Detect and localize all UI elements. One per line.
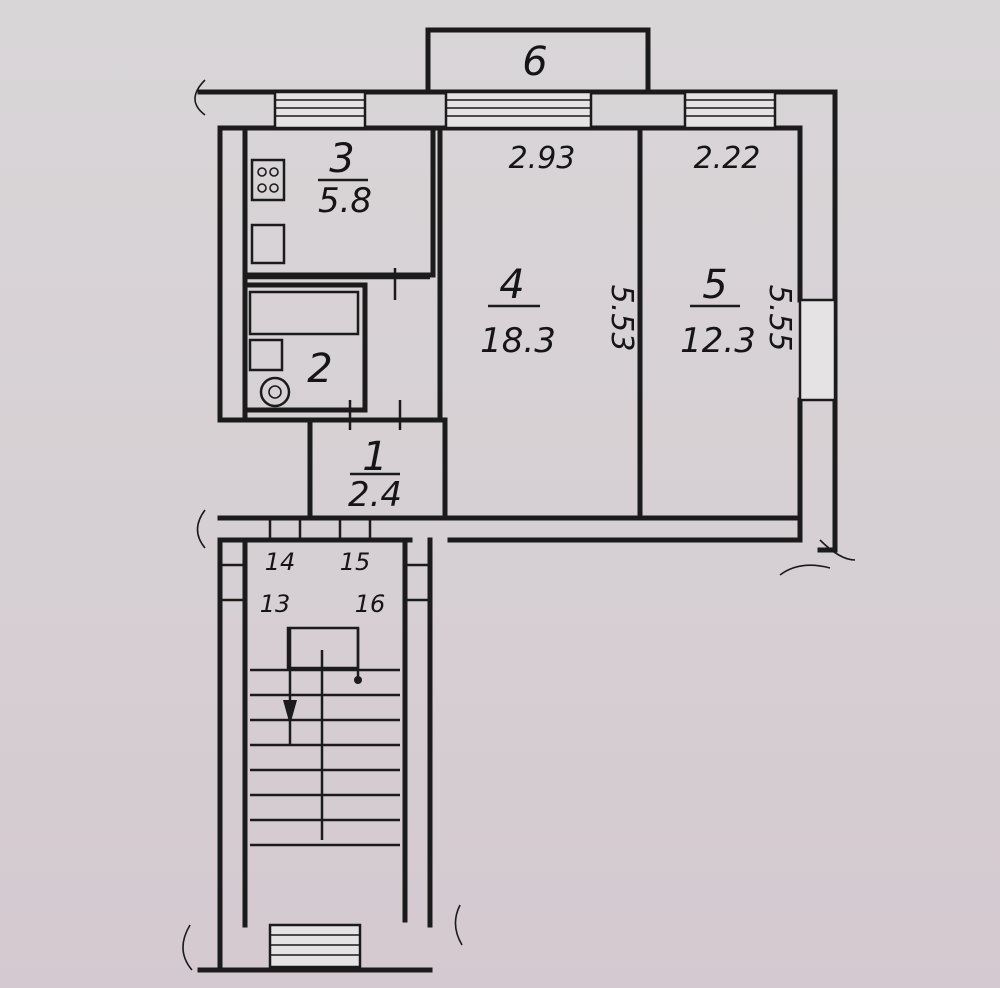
room-4-label: 4 18.3 2.93 5.53	[480, 141, 639, 361]
stair-arrow-icon	[283, 700, 297, 725]
stair-marks: 14 15 13 16	[260, 548, 386, 618]
room-1-area: 2.4	[348, 475, 402, 515]
room-5-number: 5	[702, 262, 727, 308]
stair-mark-14: 14	[265, 548, 296, 576]
window-room-5	[683, 90, 777, 130]
room-5-length: 5.55	[762, 285, 797, 352]
windows	[268, 90, 837, 969]
stove-icon	[250, 158, 286, 202]
room-5-label: 5 12.3 2.22 5.55	[680, 141, 797, 361]
stairwell	[182, 509, 463, 973]
washbasin-icon	[248, 338, 284, 372]
stair-mark-16: 16	[355, 590, 386, 618]
room-2-number: 2	[307, 346, 332, 392]
room-4-width: 2.93	[509, 141, 576, 176]
window-room-4	[444, 90, 593, 130]
bathtub-icon	[248, 290, 360, 336]
room-3-number: 3	[329, 136, 354, 182]
room-4-number: 4	[499, 262, 524, 308]
room-6-number: 6	[522, 39, 547, 85]
room-6-label: 6	[522, 39, 547, 85]
stair-mark-15: 15	[340, 548, 371, 576]
room-1-label: 1 2.4	[348, 434, 402, 515]
window-stair	[268, 923, 362, 969]
toilet-icon	[259, 376, 291, 408]
room-5-area: 12.3	[680, 321, 756, 361]
room-4-length: 5.53	[604, 285, 639, 352]
room-3-area: 5.8	[318, 181, 372, 221]
stair-mark-13: 13	[260, 590, 291, 618]
room-1-number: 1	[362, 434, 387, 480]
room-5-width: 2.22	[694, 141, 761, 176]
room-3-label: 3 5.8	[318, 136, 372, 221]
room-2-label: 2	[307, 346, 332, 392]
window-kitchen	[273, 90, 367, 130]
fixtures	[248, 158, 360, 408]
window-side	[798, 298, 837, 402]
balcony-room-6	[425, 27, 651, 95]
room-4-area: 18.3	[480, 321, 556, 361]
interior-walls	[242, 125, 643, 521]
sink-icon	[250, 223, 286, 265]
